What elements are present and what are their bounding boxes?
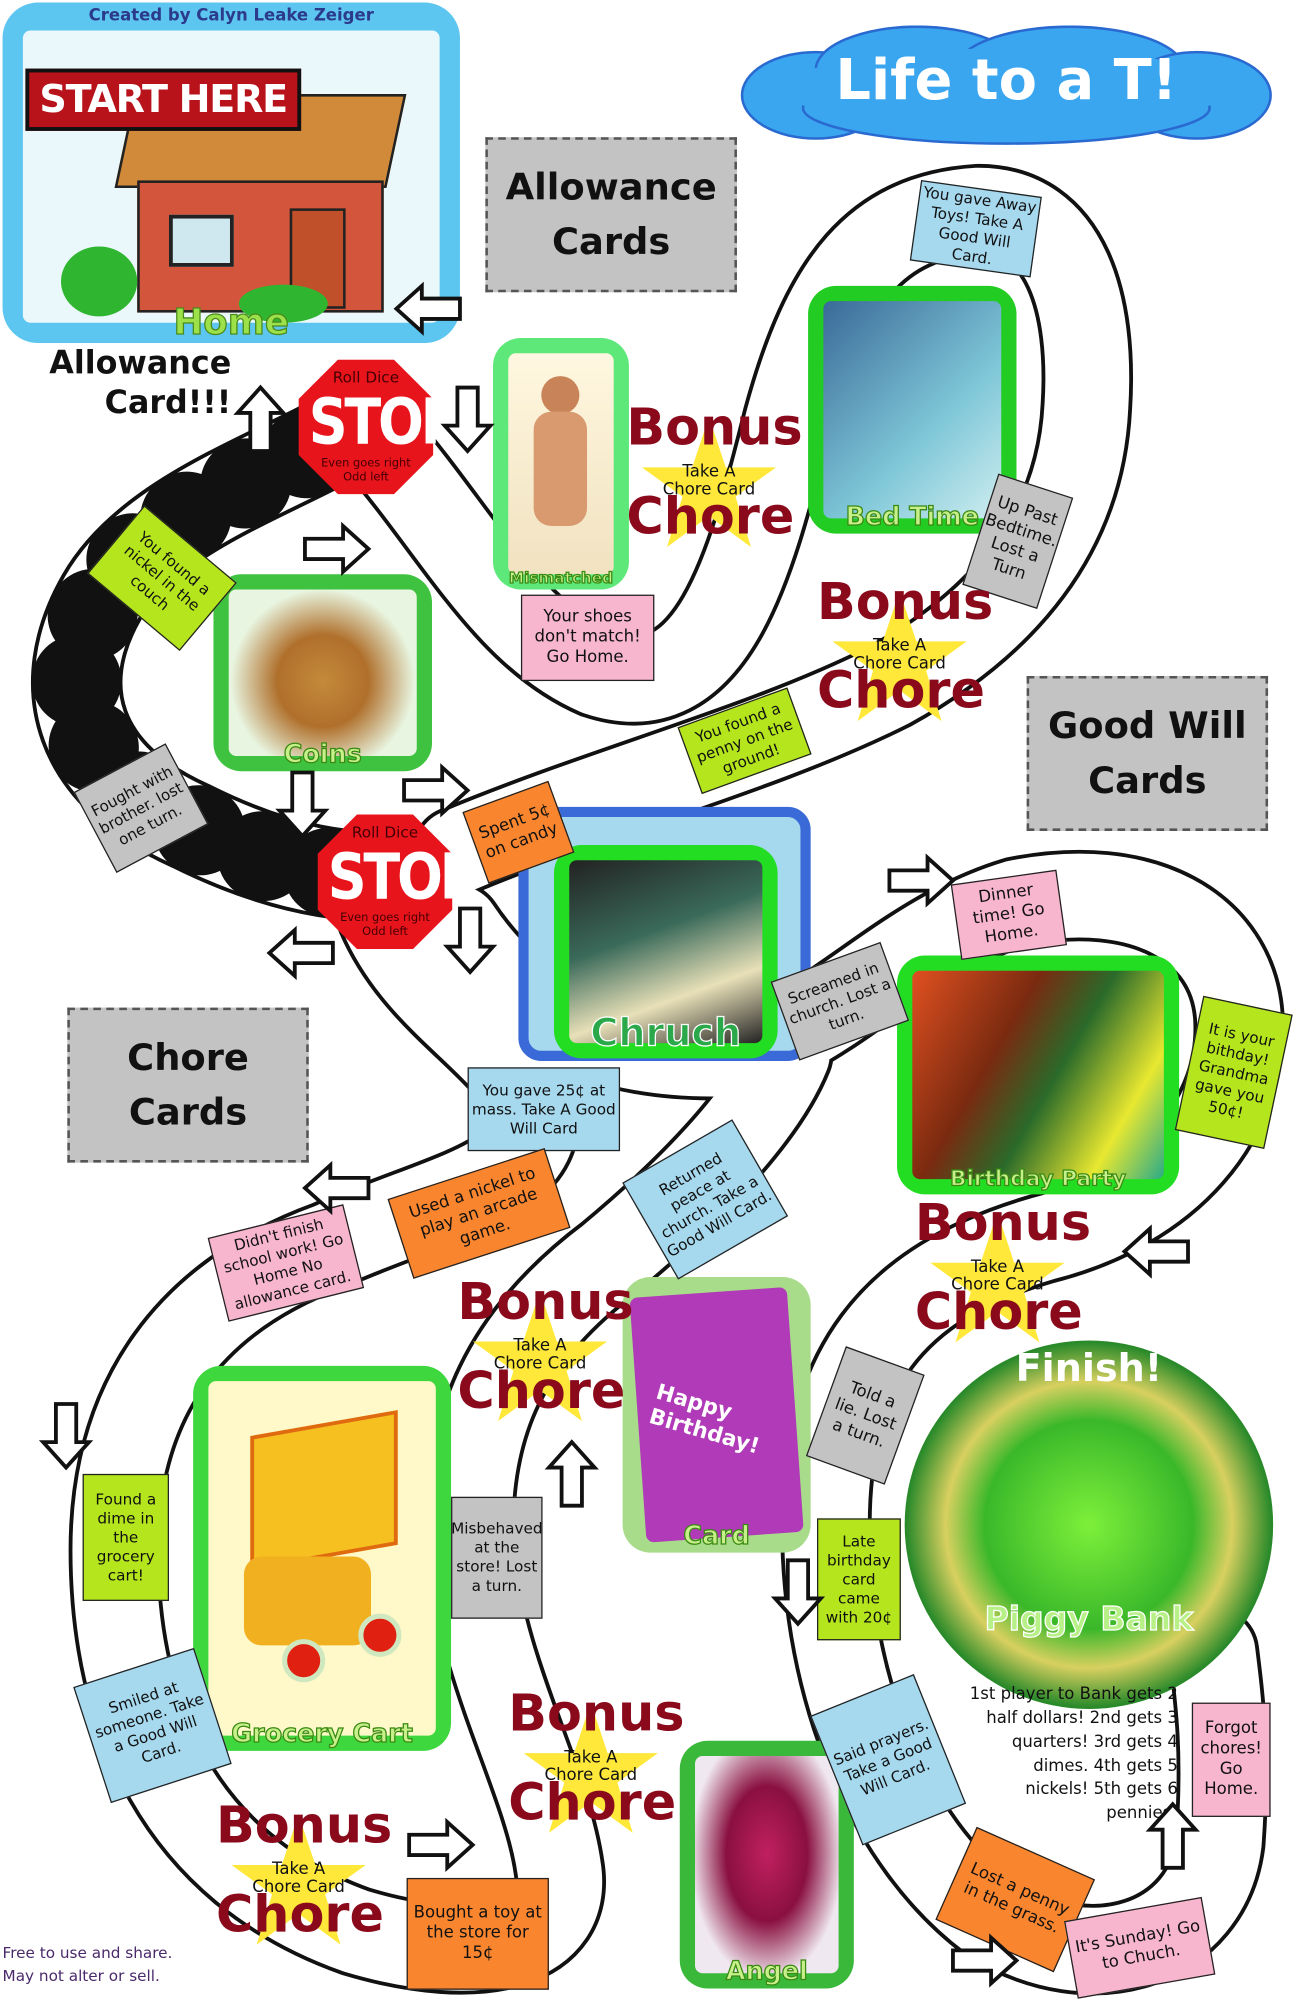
space-dime-grocery[interactable]: Found a dime in the grocery cart! [82, 1473, 169, 1601]
bed-time-card: Bed Time [808, 285, 1017, 534]
space-gave-away-toys[interactable]: You gave Away Toys! Take A Good Will Car… [909, 179, 1042, 278]
card-happy-birthday-text: Happy Birthday! [646, 1379, 763, 1460]
home-start-card: Created by Calyn Leake Zeiger START HERE… [2, 2, 460, 344]
church-card: Chruch [553, 844, 778, 1059]
space-bought-toy[interactable]: Bought a toy at the store for 15¢ [406, 1877, 549, 1990]
allowance-card-callout: Allowance Card!!! [49, 344, 232, 421]
credit-text: Created by Calyn Leake Zeiger [88, 6, 374, 26]
space-mismatched-shoes[interactable]: Your shoes don't match! Go Home. [520, 594, 655, 682]
birthday-card-card: Happy Birthday! Card [622, 1276, 811, 1553]
bank-rules-text: 1st player to Bank gets 2 half dollars! … [969, 1684, 1178, 1824]
angel-card: Angel [679, 1740, 854, 1989]
star-icon [641, 417, 777, 547]
stop-sign-icon [298, 359, 434, 495]
house-icon [60, 94, 407, 323]
piggy-bank-finish: Finish! Piggy Bank [904, 1340, 1274, 1709]
page-title: Life to a T! [835, 48, 1178, 114]
space-gave-25-mass[interactable]: You gave 25¢ at mass. Take A Good Will C… [467, 1067, 621, 1152]
piggy-bank-label: Piggy Bank [984, 1600, 1194, 1640]
coins-card: Coins [213, 574, 433, 772]
baby-icon [541, 376, 580, 415]
space-forgot-chores[interactable]: Forgot chores! Go Home. [1191, 1702, 1271, 1817]
start-here-sign: START HERE [25, 68, 301, 131]
mismatched-card: Mismatched [492, 337, 629, 590]
grocery-cart-card: Grocery Cart [193, 1365, 452, 1751]
finish-title: Finish! [1015, 1346, 1163, 1392]
space-dinner-time[interactable]: Dinner time! Go Home. [950, 869, 1068, 961]
cart-icon [250, 1410, 398, 1571]
footer-note: Free to use and share. May not alter or … [2, 1944, 173, 1985]
home-picture: START HERE [22, 30, 440, 323]
star-icon [231, 1814, 366, 1945]
home-label: Home [173, 300, 290, 344]
stop-sign-icon [317, 814, 453, 950]
star-icon [930, 1212, 1065, 1343]
birthday-party-card: Birthday Party [897, 955, 1180, 1195]
title-cloud: Life to a T! [739, 25, 1273, 146]
star-icon [523, 1702, 658, 1833]
space-misbehaved-store[interactable]: Misbehaved at the store! Lost a turn. [451, 1496, 543, 1619]
space-late-birthday-card[interactable]: Late birthday card came with 20¢ [816, 1518, 901, 1641]
star-icon [472, 1291, 608, 1422]
star-icon [832, 591, 967, 722]
cloud-icon [740, 25, 1272, 145]
